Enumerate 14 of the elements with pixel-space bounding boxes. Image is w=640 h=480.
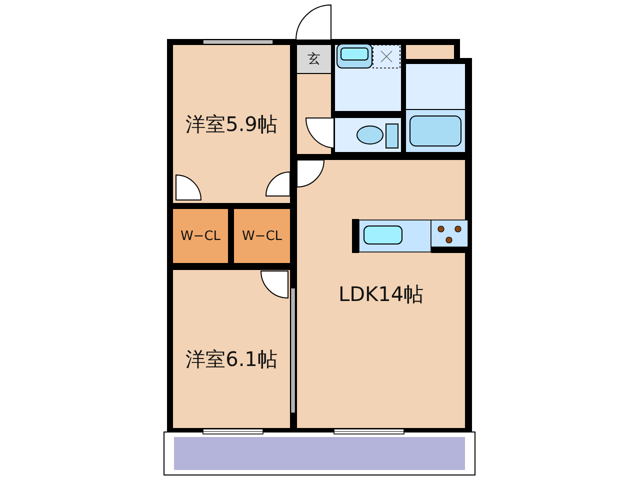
- closet: [173, 209, 228, 263]
- room: [173, 45, 290, 203]
- room-label: W−CL: [180, 228, 221, 244]
- closet: [234, 209, 290, 263]
- balcony: [174, 437, 465, 470]
- room-label: W−CL: [242, 228, 282, 244]
- storage-space: [406, 45, 454, 59]
- room-label: 洋室5.9帖: [186, 110, 278, 138]
- entrance-area: [297, 45, 331, 73]
- room-label: 洋室6.1帖: [186, 346, 278, 372]
- room: [173, 270, 290, 428]
- room: [297, 160, 465, 428]
- room-label: LDK14帖: [338, 280, 424, 308]
- room-label: 玄: [308, 51, 320, 68]
